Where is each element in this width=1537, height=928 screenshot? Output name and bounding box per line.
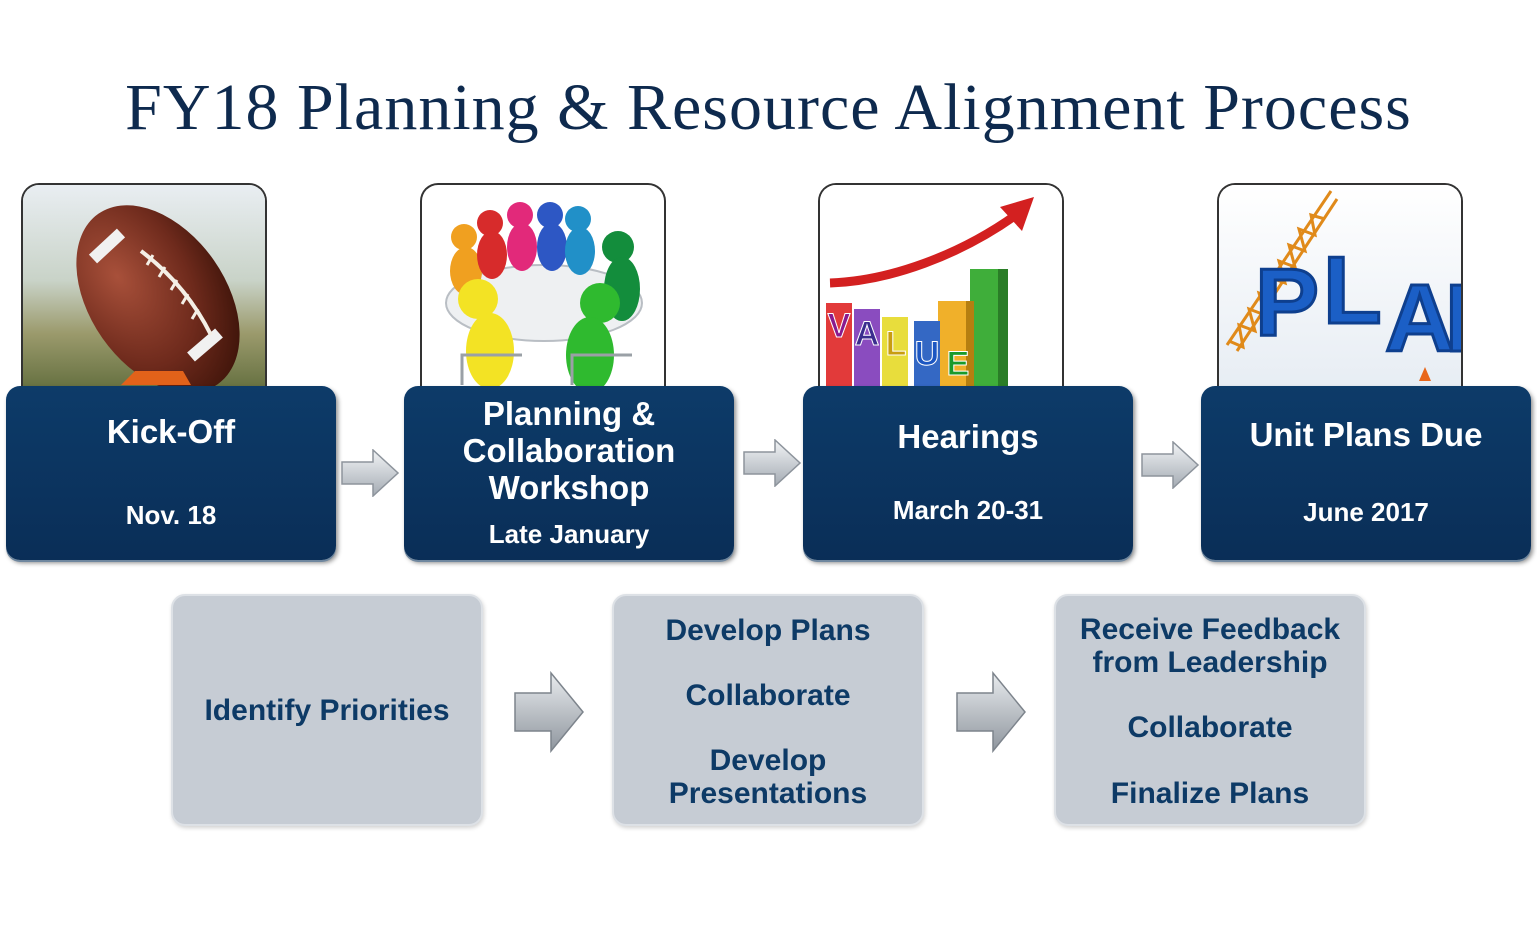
plan-letter-a: A (1385, 265, 1454, 372)
activity-line: Collaborate (685, 679, 851, 712)
stage-date: Late January (488, 519, 650, 549)
stage-kickoff: Kick-Off Nov. 18 (6, 386, 336, 560)
activity-line: Finalize Plans (1110, 777, 1310, 810)
activity-box-3: Receive Feedback from Leadership Collabo… (1054, 594, 1366, 826)
arrow-right-icon (1141, 441, 1199, 489)
stage-title-line: Workshop (488, 469, 650, 506)
stage-title: Unit Plans Due (1249, 416, 1483, 453)
stage-date: March 20-31 (892, 495, 1044, 525)
activity-line: Receive Feedback (1079, 613, 1341, 646)
activity-line: Develop (709, 744, 827, 777)
activity-line: Identify Priorities (204, 694, 450, 727)
activity-box-1: Identify Priorities (171, 594, 483, 826)
stage-planning-workshop: Planning & Collaboration Workshop Late J… (404, 386, 734, 560)
stage-title-line: Collaboration (462, 432, 676, 469)
value-growth-chart-image: V A L U E (818, 183, 1064, 397)
activity-box-2: Develop Plans Collaborate Develop Presen… (612, 594, 924, 826)
arrow-right-icon (956, 671, 1026, 753)
stage-date: June 2017 (1303, 497, 1429, 527)
value-letter-v: V (828, 307, 851, 345)
activity-line: Collaborate (1127, 711, 1293, 744)
value-letter-l: L (886, 325, 907, 363)
stage-title: Kick-Off (106, 413, 236, 450)
plan-letter-n: N (1445, 265, 1461, 372)
arrow-right-icon (743, 439, 801, 487)
arrow-right-icon (514, 671, 584, 753)
plan-letters-image: P L A N (1217, 183, 1463, 397)
plan-letter-p: P (1255, 249, 1319, 356)
football-image (21, 183, 267, 397)
stage-title-line: Planning & (482, 395, 656, 432)
stage-title: Hearings (897, 418, 1039, 455)
activity-line: Develop Plans (665, 614, 871, 647)
team-round-table-image (420, 183, 666, 397)
stage-unit-plans-due: Unit Plans Due June 2017 (1201, 386, 1531, 560)
stage-date: Nov. 18 (125, 500, 217, 530)
value-letter-u: U (915, 335, 940, 373)
page-title: FY18 Planning & Resource Alignment Proce… (125, 71, 1412, 144)
arrow-right-icon (341, 449, 399, 497)
activity-line: from Leadership (1092, 646, 1328, 679)
activity-line: Presentations (668, 777, 868, 810)
stage-hearings: Hearings March 20-31 (803, 386, 1133, 560)
value-letter-a: A (855, 315, 880, 353)
value-letter-e: E (947, 345, 970, 383)
plan-letter-l: L (1323, 237, 1382, 344)
